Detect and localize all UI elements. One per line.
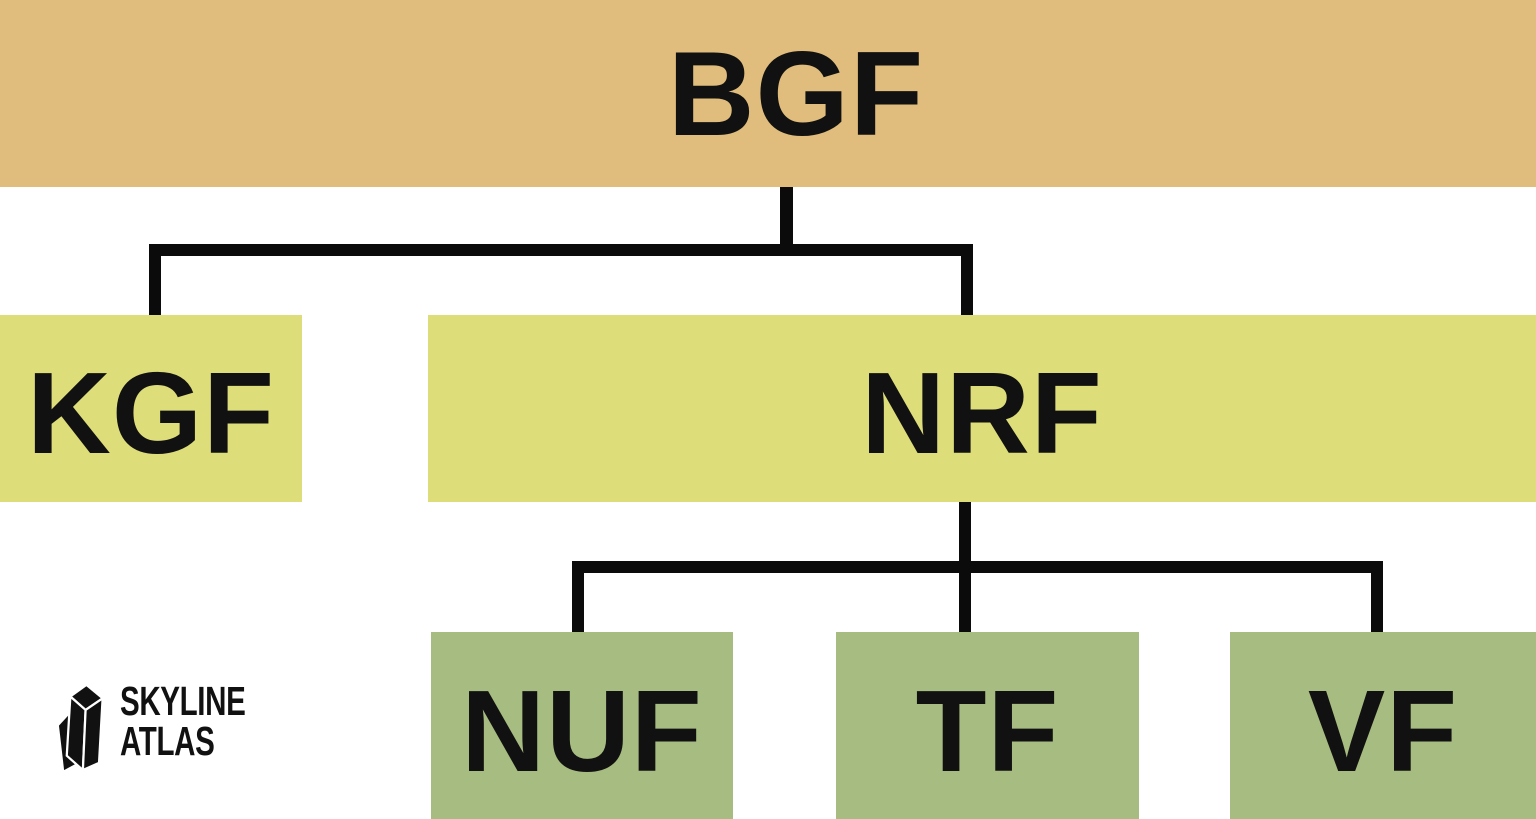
node-bgf-label: BGF <box>667 26 925 161</box>
node-kgf: KGF <box>0 315 302 502</box>
connector-drop-kgf <box>149 244 161 315</box>
connector-drop-nrf <box>961 244 973 315</box>
connector-drop-nuf <box>572 561 584 632</box>
connector-drop-vf <box>1371 561 1383 632</box>
node-vf: VF <box>1230 632 1536 819</box>
node-nuf: NUF <box>431 632 733 819</box>
node-nrf: NRF <box>428 315 1536 502</box>
skyline-atlas-crystal-tower-icon <box>56 683 105 774</box>
connector-bgf-horizontal <box>149 244 973 256</box>
logo-line2: ATLAS <box>120 718 215 764</box>
connector-drop-tf <box>959 561 971 632</box>
logo-wordmark: SKYLINE ATLAS <box>120 678 246 764</box>
node-nrf-label: NRF <box>861 347 1103 478</box>
connector-nrf-horizontal <box>572 561 1383 573</box>
connector-nrf-stem <box>959 502 971 573</box>
connector-bgf-stem <box>780 187 793 256</box>
logo-line1: SKYLINE <box>120 678 246 724</box>
skyline-atlas-logo: SKYLINE ATLAS <box>56 678 294 776</box>
node-tf-label: TF <box>915 665 1060 796</box>
node-tf: TF <box>836 632 1139 819</box>
node-bgf: BGF <box>0 0 1536 187</box>
node-vf-label: VF <box>1307 665 1459 796</box>
node-kgf-label: KGF <box>27 347 275 478</box>
node-nuf-label: NUF <box>461 665 703 796</box>
